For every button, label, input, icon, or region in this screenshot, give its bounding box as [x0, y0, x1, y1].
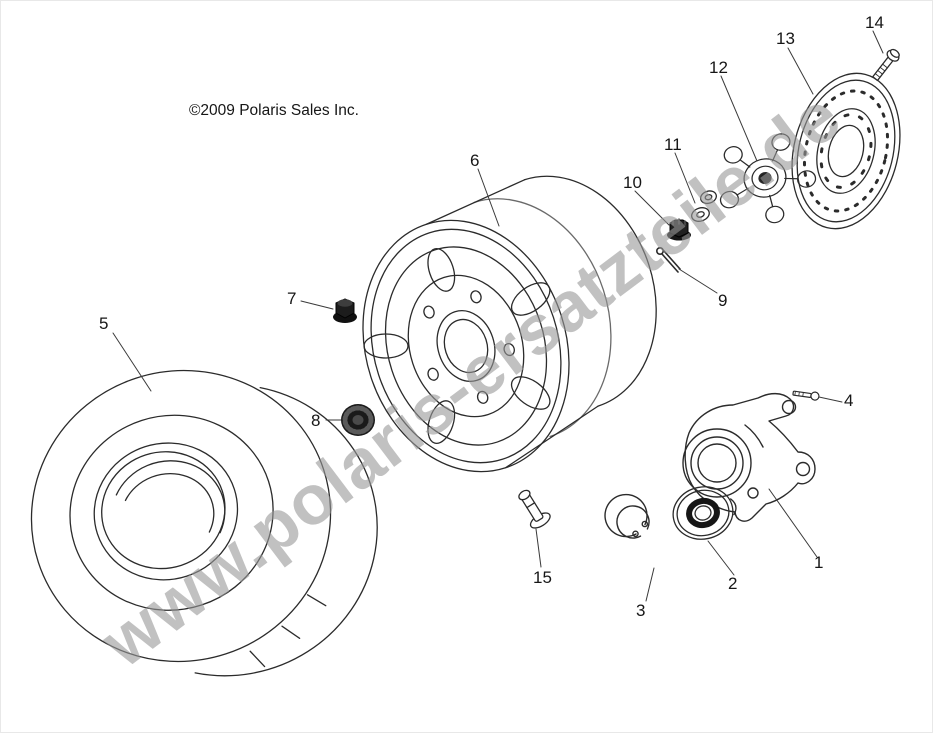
leader-line: [768, 488, 818, 558]
leader-line: [645, 567, 655, 602]
washers-drawing: [691, 190, 717, 222]
copyright-text: ©2009 Polaris Sales Inc.: [189, 102, 359, 119]
part-label-13: 13: [776, 29, 795, 48]
leader-line: [720, 75, 758, 162]
part-label-1: 1: [814, 553, 824, 572]
part-label-5: 5: [99, 314, 109, 333]
leader-line: [300, 300, 334, 310]
bearing-drawing: [672, 486, 737, 540]
part-label-12: 12: [709, 58, 728, 77]
leader-line: [678, 268, 718, 294]
leader-line: [787, 47, 814, 95]
part-label-3: 3: [636, 601, 646, 620]
leader-line: [477, 168, 500, 227]
valve-stem-drawing: [518, 489, 551, 529]
lug-nut-drawing: [333, 298, 357, 323]
wheel-rim-drawing: [362, 175, 657, 473]
leader-line: [872, 30, 884, 54]
part-label-6: 6: [470, 151, 480, 170]
leader-line: [818, 396, 843, 403]
part-label-7: 7: [287, 289, 297, 308]
bolt-drawing: [872, 48, 900, 82]
tire-drawing: [30, 369, 378, 677]
screw-drawing: [792, 390, 820, 401]
castle-nut-drawing: [667, 218, 691, 241]
leader-line: [674, 152, 696, 204]
dust-cap-drawing: [341, 404, 375, 436]
part-label-4: 4: [844, 391, 854, 410]
part-label-2: 2: [728, 574, 738, 593]
part-label-10: 10: [623, 173, 642, 192]
part-label-11: 11: [664, 135, 682, 154]
brake-disc-drawing: [791, 72, 901, 230]
leader-line: [535, 528, 542, 568]
leader-line: [707, 540, 735, 576]
snap-ring-drawing: [604, 493, 650, 539]
leader-lines: [112, 30, 884, 602]
leader-line: [112, 332, 152, 392]
part-label-15: 15: [533, 568, 552, 587]
cotter-pin-drawing: [655, 247, 681, 273]
part-label-9: 9: [718, 291, 728, 310]
part-label-8: 8: [311, 411, 321, 430]
part-label-14: 14: [865, 13, 884, 32]
leader-line: [634, 190, 670, 226]
